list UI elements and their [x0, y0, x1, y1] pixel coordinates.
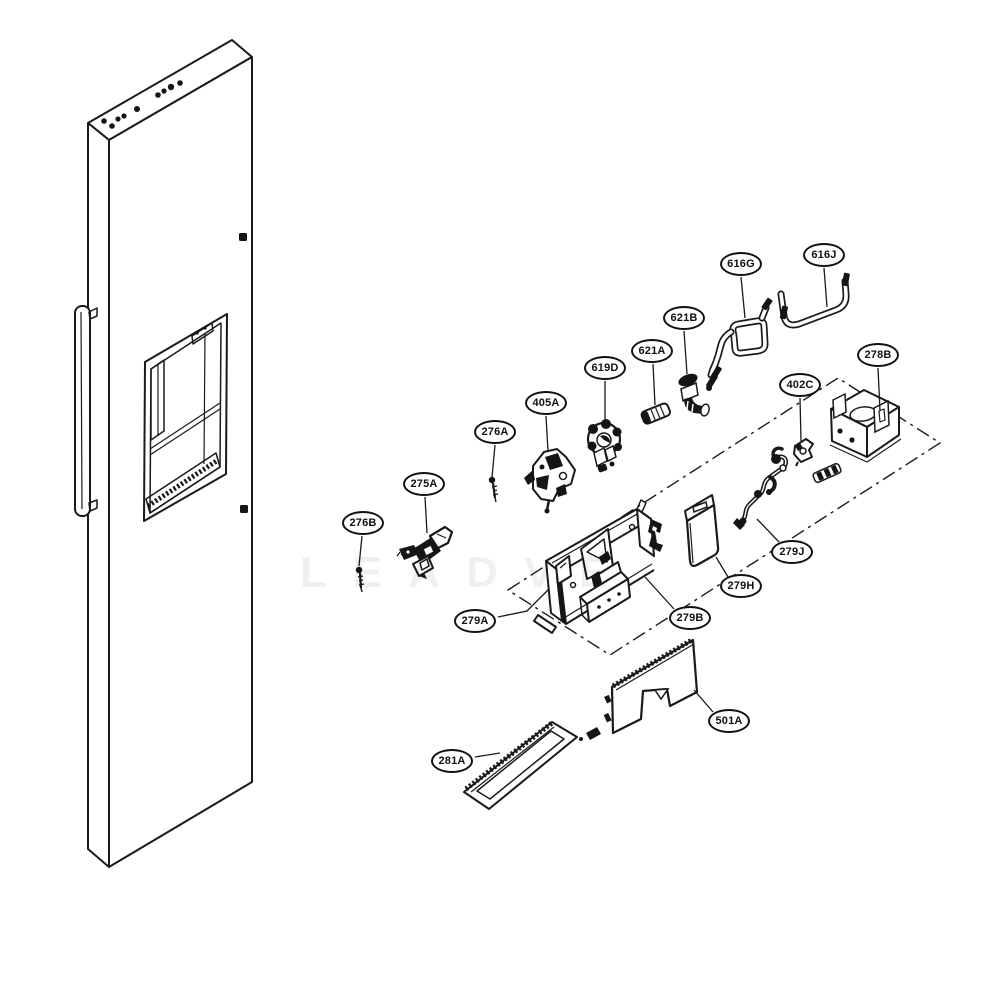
part-619d-valve	[586, 419, 622, 473]
door-panel	[74, 39, 253, 868]
leader-line-275A	[424, 496, 428, 534]
part-276b-screw	[355, 566, 365, 593]
callout-281A: 281A	[431, 749, 473, 773]
callout-279A: 279A	[454, 609, 496, 633]
callout-616J: 616J	[803, 243, 845, 267]
part-279b-assembly	[533, 499, 663, 634]
callout-276A: 276A	[474, 420, 516, 444]
callout-619D: 619D	[584, 356, 626, 380]
callout-621B: 621B	[663, 306, 705, 330]
door-top-holes	[101, 80, 183, 129]
dispenser-recess	[143, 313, 228, 522]
leader-line-279J	[756, 518, 780, 543]
callout-279J: 279J	[771, 540, 813, 564]
leader-line-621B	[683, 330, 688, 375]
part-616j-tube	[777, 272, 850, 329]
callout-621A: 621A	[631, 339, 673, 363]
leader-lines	[358, 267, 881, 758]
door-side-plug	[239, 233, 247, 241]
callout-501A: 501A	[708, 709, 750, 733]
leader-line-402C	[799, 397, 802, 442]
part-276a-screw	[488, 476, 499, 503]
door-side-plug	[240, 505, 248, 513]
part-clip-strip	[812, 462, 842, 484]
part-281a-gasket	[463, 721, 578, 810]
callout-279B: 279B	[669, 606, 711, 630]
callout-405A: 405A	[525, 391, 567, 415]
callout-616G: 616G	[720, 252, 762, 276]
leader-line-276B	[358, 535, 363, 567]
leader-line-281A	[474, 752, 501, 758]
part-501a-panel	[579, 637, 699, 741]
callout-402C: 402C	[779, 373, 821, 397]
leader-line-279H	[715, 556, 729, 578]
door-handle	[74, 305, 98, 517]
callout-279H: 279H	[720, 574, 762, 598]
part-402c-clip	[793, 438, 814, 467]
watermark-text: LEADVE	[300, 548, 635, 597]
leader-line-616J	[823, 267, 828, 308]
leader-line-616G	[740, 276, 746, 319]
part-405a-bracket	[524, 448, 576, 514]
callout-275A: 275A	[403, 472, 445, 496]
callout-276B: 276B	[342, 511, 384, 535]
part-279h-cover	[684, 494, 720, 567]
part-621b-fitting	[678, 373, 710, 417]
leader-line-279A	[497, 588, 550, 618]
leader-line-501A	[693, 689, 714, 713]
leader-line-279B	[644, 576, 675, 610]
leader-line-278B	[877, 367, 881, 412]
leader-line-405A	[545, 415, 549, 452]
part-275a-latch	[396, 525, 454, 579]
part-279j-lever	[733, 446, 789, 530]
callout-278B: 278B	[857, 343, 899, 367]
leader-line-276A	[491, 444, 496, 478]
part-278b-housing	[829, 389, 902, 463]
leader-line-621A	[652, 363, 656, 406]
part-616g-tube	[706, 297, 773, 391]
assembly-plane-outline	[506, 377, 942, 656]
part-621a-coupler	[640, 402, 672, 425]
